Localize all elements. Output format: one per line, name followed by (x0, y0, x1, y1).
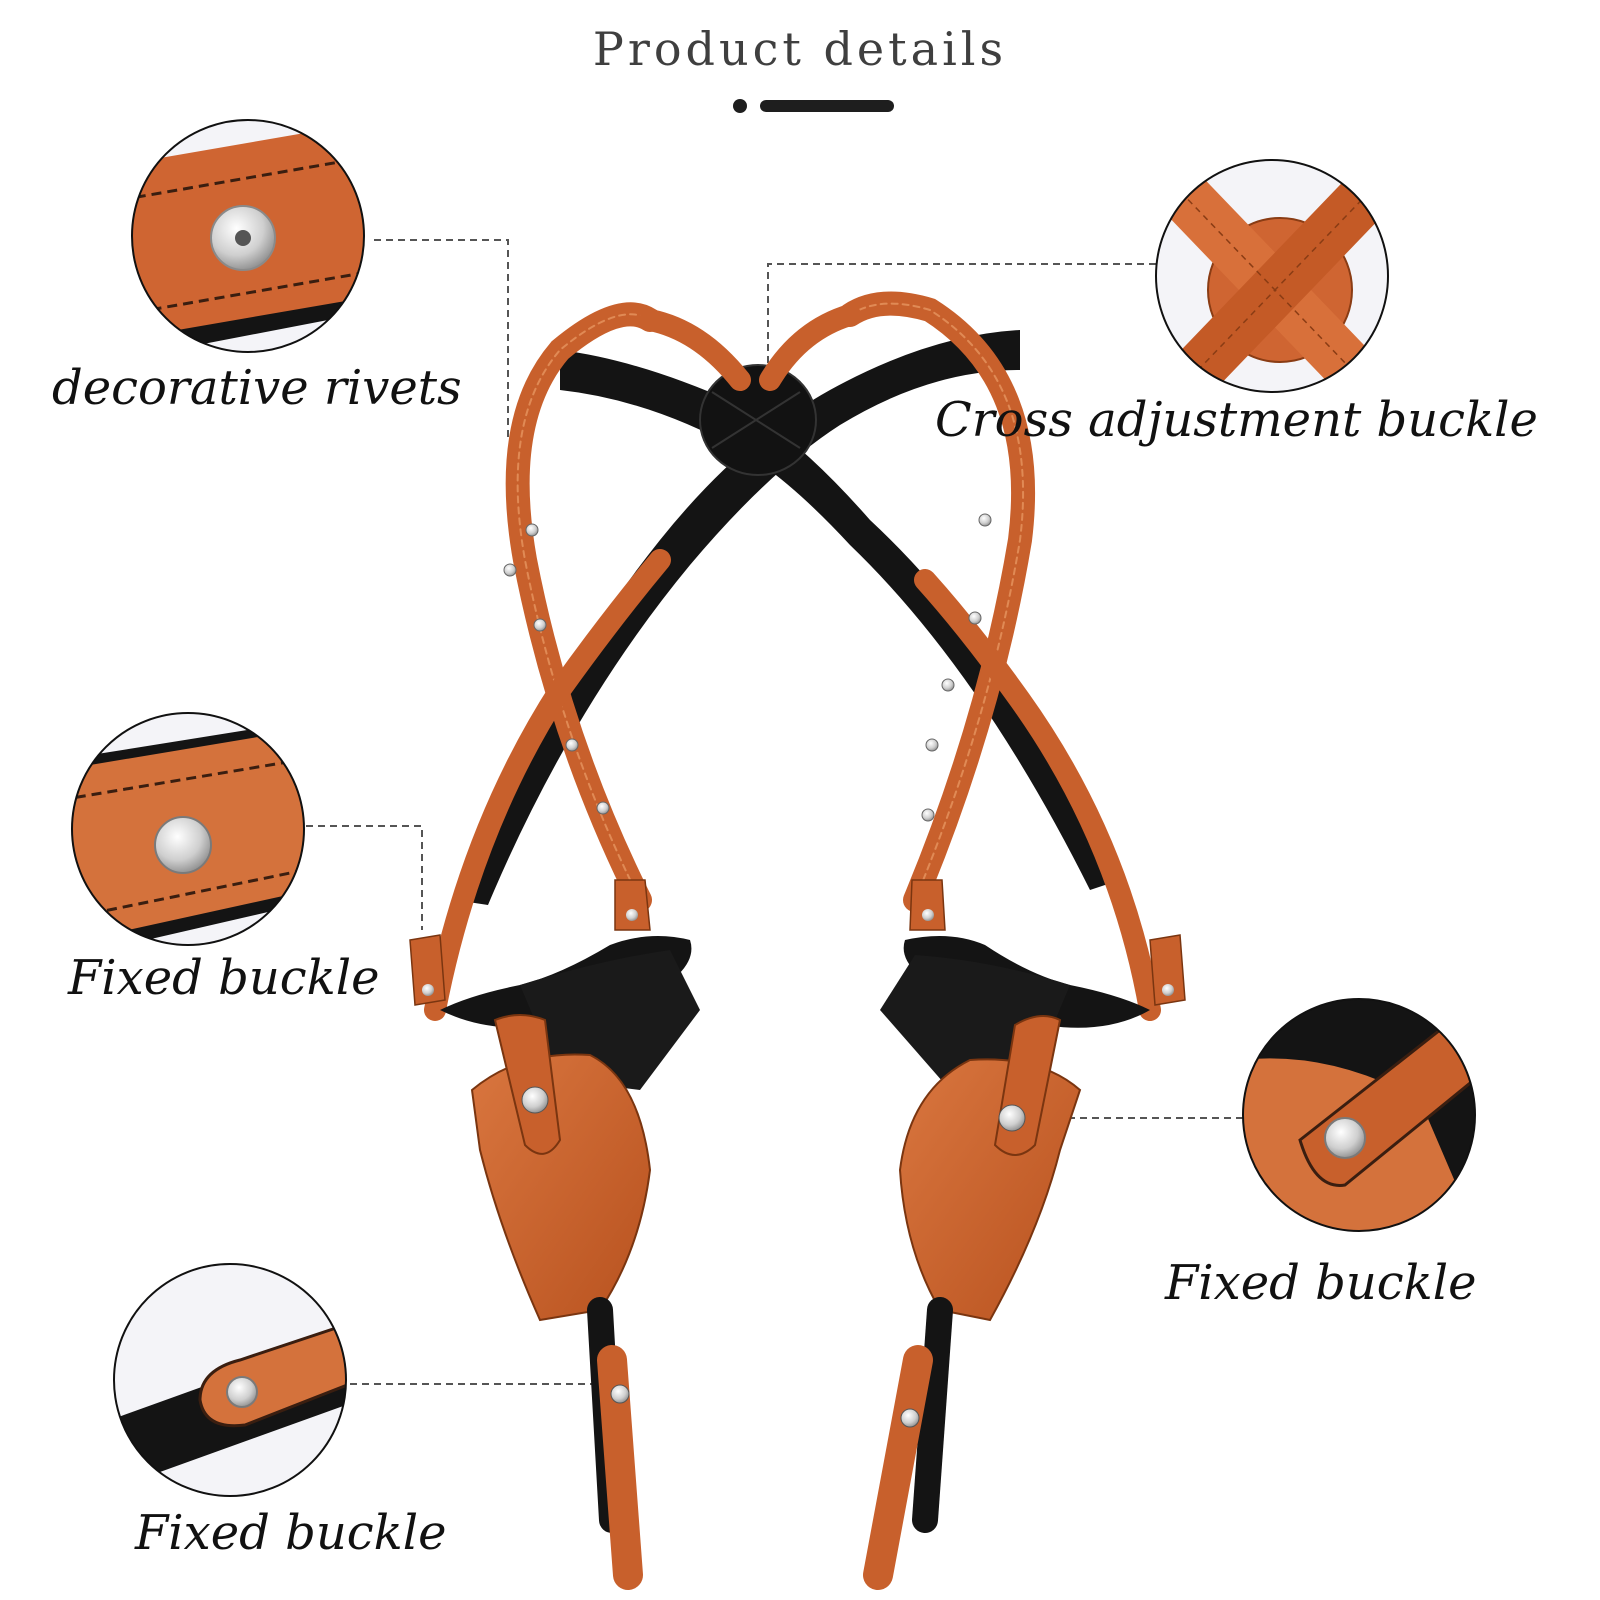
detail-circle-fixed-right (1242, 998, 1476, 1232)
title-underline (733, 99, 894, 113)
label-cross-adjustment-buckle: Cross adjustment buckle (935, 392, 1538, 448)
leader-fixed-left (306, 825, 423, 930)
harness-leather-straps (424, 291, 1161, 1021)
leader-cross (767, 263, 1156, 380)
label-decorative-rivets: decorative rivets (52, 360, 462, 416)
page-title: Product details (592, 22, 1008, 76)
label-fixed-buckle-left: Fixed buckle (68, 950, 380, 1006)
detail-circle-cross (1155, 159, 1389, 393)
harness-back-straps (455, 330, 1120, 905)
leader-rivets (374, 239, 509, 440)
label-fixed-buckle-bottom: Fixed buckle (135, 1505, 447, 1561)
strap-rivets (503, 513, 992, 822)
label-fixed-buckle-right: Fixed buckle (1165, 1255, 1477, 1311)
detail-circle-rivets (131, 119, 365, 353)
detail-circle-fixed-bottom (113, 1263, 347, 1497)
left-holster (409, 879, 700, 1590)
leader-lines (306, 239, 1243, 1385)
detail-circle-fixed-left (71, 712, 305, 946)
right-holster (863, 879, 1186, 1590)
